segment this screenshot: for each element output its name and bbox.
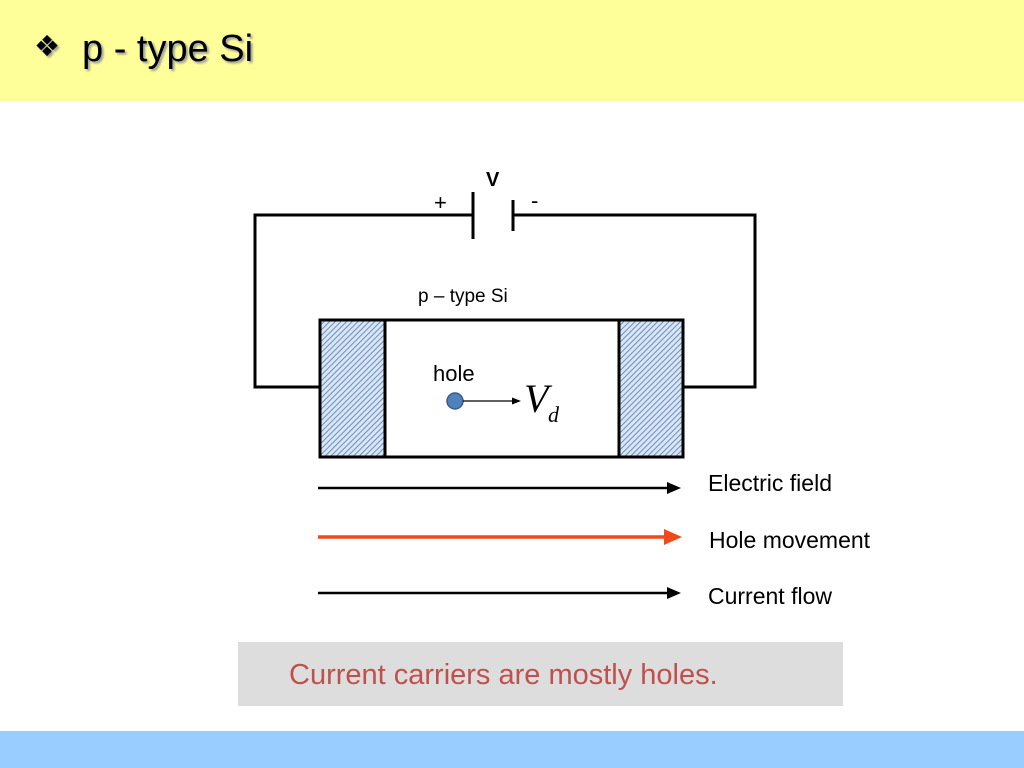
hole-icon	[446, 392, 464, 410]
diamond-bullet-icon: ❖	[34, 29, 60, 63]
electric-field-label: Electric field	[708, 470, 832, 496]
callout-text: Current carriers are mostly holes.	[289, 659, 718, 691]
callout-box: Current carriers are mostly holes.	[238, 642, 843, 706]
current-flow-label: Current flow	[708, 583, 832, 609]
current-flow-arrow-head	[667, 587, 681, 599]
voltage-label: V	[486, 169, 500, 191]
left-electrode	[318, 318, 387, 459]
hole-movement-arrow-head	[664, 529, 682, 545]
material-label: p – type Si	[418, 286, 508, 307]
battery-plus-sign: +	[434, 190, 447, 215]
right-electrode	[617, 318, 685, 459]
title-bar: ❖ p - type Si	[0, 0, 1024, 101]
drift-velocity-subscript: d	[548, 402, 560, 427]
wire-right	[513, 213, 757, 389]
drift-velocity-symbol: V	[524, 376, 553, 421]
wire-left	[253, 213, 473, 389]
hole-label: hole	[433, 361, 475, 386]
slide-title: p - type Si	[82, 28, 254, 70]
drift-arrow-head	[512, 397, 521, 405]
footer-bar	[0, 731, 1024, 768]
battery-minus-sign: -	[531, 188, 538, 213]
hole-movement-label: Hole movement	[709, 527, 871, 553]
electric-field-arrow-head	[667, 482, 681, 494]
